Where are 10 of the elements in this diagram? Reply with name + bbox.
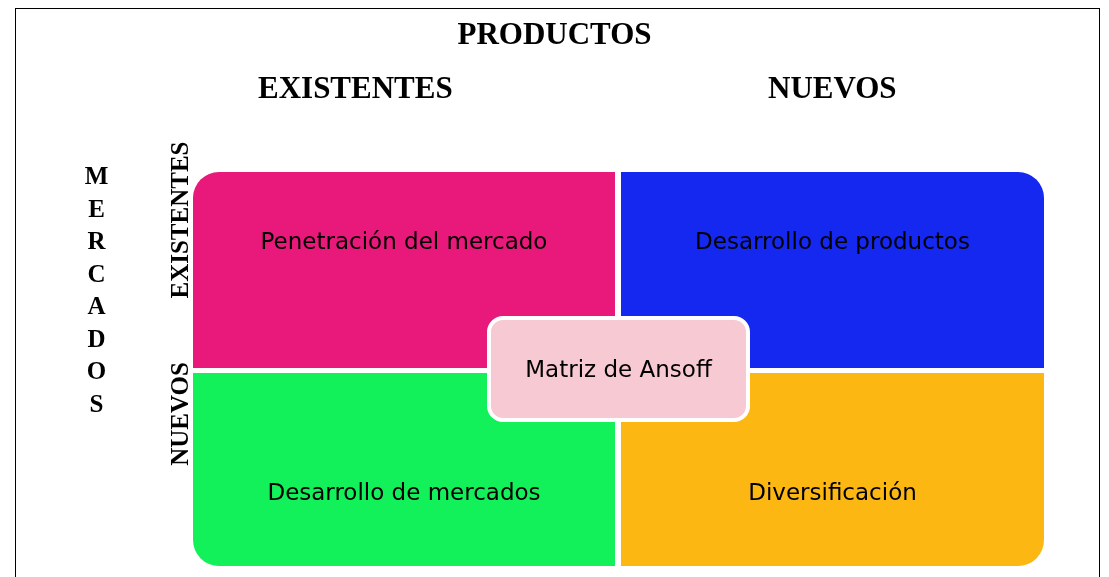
center-label-box: [487, 316, 750, 422]
heading: PRODUCTOS: [456, 16, 653, 52]
quadrant-label: Desarrollo de mercados: [267, 479, 541, 507]
row-axis-title: MERCADOS: [84, 161, 109, 419]
column-header: NUEVOS: [768, 70, 897, 106]
row-header: EXISTENTES: [166, 140, 194, 300]
quadrant-label: Matriz de Ansoff: [525, 356, 712, 382]
row-header: NUEVOS: [166, 361, 194, 468]
quadrant-label: Diversificación: [748, 479, 917, 507]
column-header: EXISTENTES: [258, 70, 453, 106]
